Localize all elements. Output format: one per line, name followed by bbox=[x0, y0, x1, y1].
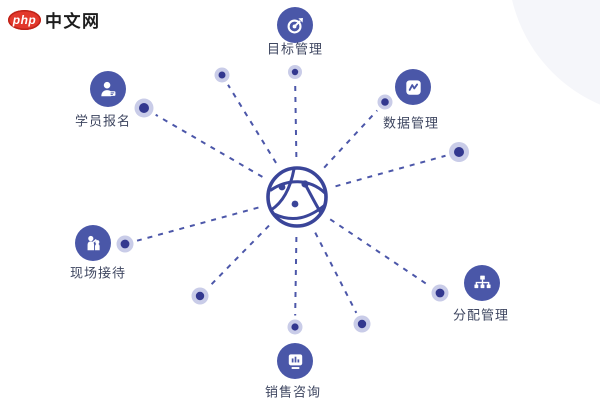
logo-wordmark: 中文网 bbox=[45, 12, 101, 31]
spoke-line bbox=[323, 109, 378, 169]
site-logo[interactable]: php 中文网 bbox=[8, 7, 101, 32]
spoke-dot bbox=[291, 323, 299, 331]
spoke-dot bbox=[120, 239, 130, 249]
spoke-line bbox=[155, 113, 263, 178]
corner-decoration bbox=[512, 0, 600, 105]
org-chart-icon bbox=[464, 265, 500, 301]
spoke-line bbox=[227, 84, 277, 164]
node-label: 分配管理 bbox=[452, 307, 510, 323]
spoke-line bbox=[294, 82, 298, 158]
node-label: 现场接待 bbox=[69, 265, 127, 281]
people-icon bbox=[75, 225, 111, 261]
node-label: 目标管理 bbox=[266, 41, 324, 57]
globe-network-icon bbox=[266, 166, 328, 228]
spoke-dot bbox=[291, 68, 299, 76]
spoke-line bbox=[329, 218, 431, 287]
spoke-line bbox=[335, 154, 446, 188]
spoke-line bbox=[294, 236, 298, 316]
spoke-dot bbox=[435, 288, 445, 298]
spoke-dot bbox=[357, 319, 367, 329]
node-label: 数据管理 bbox=[382, 115, 440, 131]
node-label: 销售咨询 bbox=[264, 384, 322, 400]
data-chart-icon bbox=[395, 69, 431, 105]
person-badge-icon bbox=[90, 71, 126, 107]
chart-board-icon bbox=[277, 343, 313, 379]
spoke-dot bbox=[381, 98, 389, 106]
node-label: 学员报名 bbox=[74, 113, 132, 129]
spoke-line bbox=[208, 224, 270, 288]
spoke-dot bbox=[195, 291, 205, 301]
spoke-line bbox=[314, 232, 358, 314]
spoke-dot bbox=[218, 71, 226, 79]
php-logo-badge: php bbox=[8, 9, 41, 30]
spoke-dot bbox=[454, 147, 464, 157]
target-icon bbox=[277, 7, 313, 43]
spoke-dot bbox=[139, 103, 149, 113]
